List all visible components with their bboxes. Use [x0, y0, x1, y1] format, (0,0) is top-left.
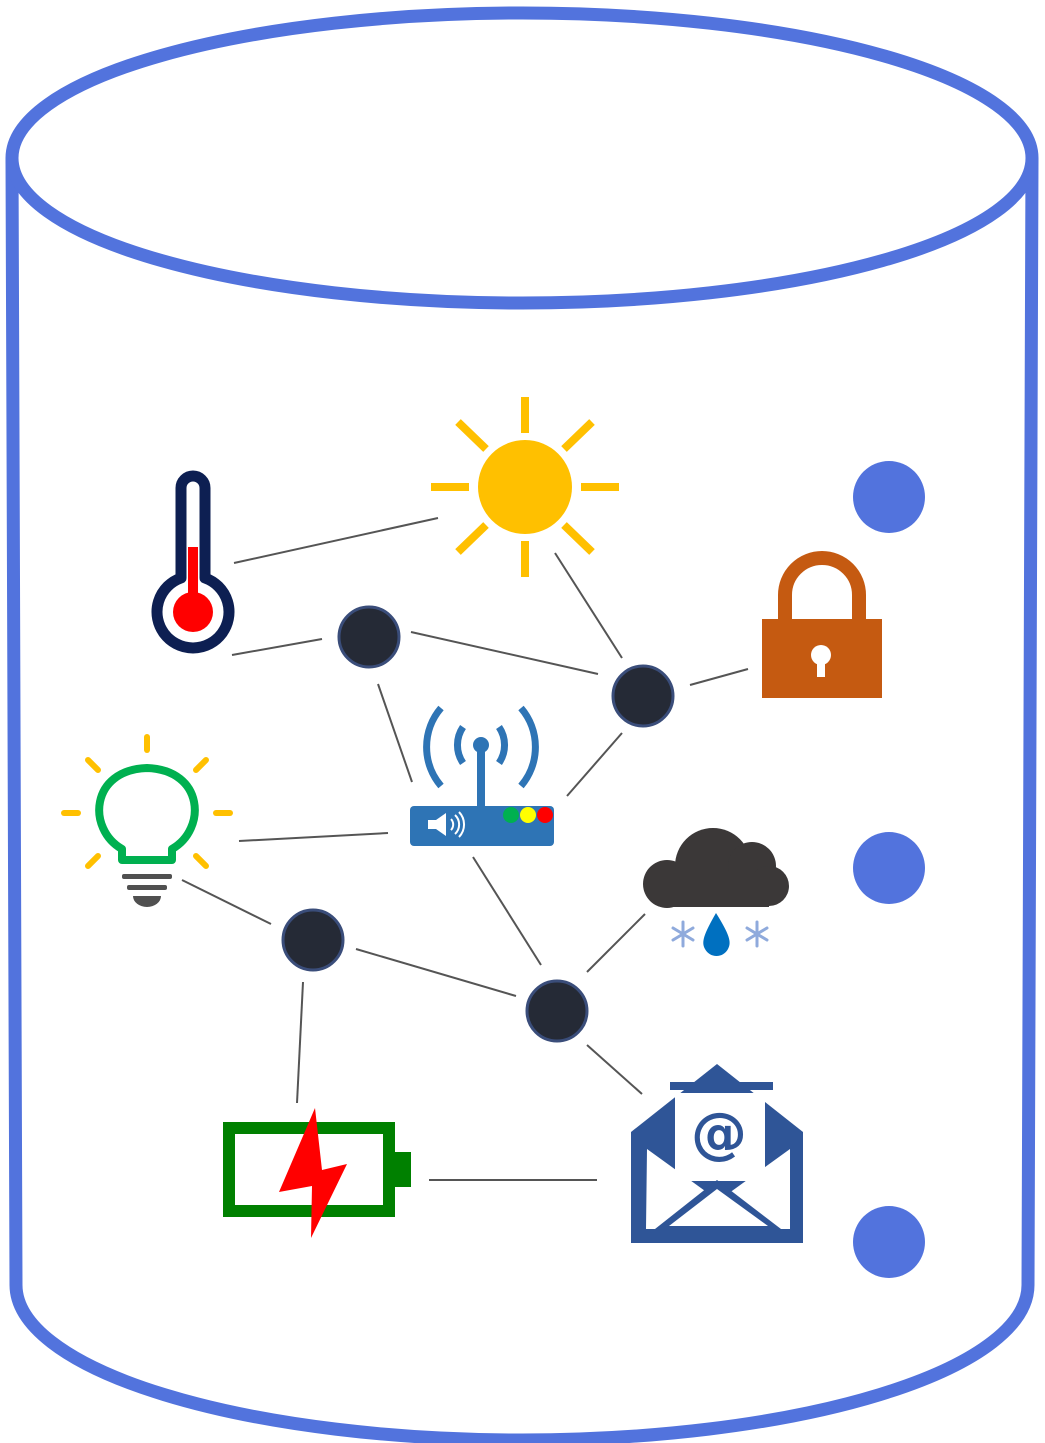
cloud-rain-snow-icon [643, 828, 789, 956]
hub-node [337, 605, 401, 669]
light-bulb-base [122, 874, 172, 879]
hub-node [525, 979, 589, 1043]
light-bulb-tip [133, 896, 161, 907]
connector-line [586, 1044, 643, 1095]
router-led-red [537, 807, 553, 823]
connector-line [238, 832, 389, 842]
router-speaker-icon [428, 813, 446, 836]
connector-line [233, 517, 439, 564]
thermometer-icon [151, 470, 235, 654]
connector-line [566, 732, 623, 797]
connector-lines [181, 517, 749, 1181]
connector-line [472, 856, 542, 966]
router-led-yellow [520, 807, 536, 823]
cylinder-top-ellipse [5, 6, 1039, 310]
connector-line [410, 631, 599, 675]
router-signal-wave-inner [454, 725, 466, 765]
connector-line [554, 552, 623, 659]
snowflake-left [671, 920, 695, 948]
side-dot [853, 832, 925, 904]
cloud-shape [643, 828, 789, 908]
padlock-keyhole [811, 645, 831, 665]
wifi-router-icon [410, 705, 554, 846]
connector-line [181, 879, 272, 925]
connector-line [689, 668, 749, 686]
raindrop [703, 913, 730, 956]
light-bulb-icon [61, 734, 233, 907]
hub-node [611, 664, 675, 728]
hub-node [281, 908, 345, 972]
padlock-icon [762, 551, 882, 698]
connector-line [355, 948, 517, 997]
light-bulb-glass [95, 764, 199, 864]
light-bulb-base [127, 885, 167, 890]
lightning-bolt [279, 1108, 347, 1238]
snowflake-right [745, 920, 769, 948]
battery-terminal [389, 1152, 411, 1187]
router-sound-waves [450, 811, 466, 838]
padlock-shackle [778, 551, 866, 624]
router-antenna [477, 747, 485, 807]
light-bulb-rays [61, 734, 233, 869]
connector-line [586, 913, 646, 973]
thermometer-bulb [173, 592, 213, 632]
sun-icon [431, 397, 619, 577]
connector-line [296, 981, 304, 1104]
sun-rays [431, 397, 619, 577]
email-envelope-icon: @ [631, 1064, 803, 1243]
envelope-letter-frame [670, 1082, 773, 1090]
thermometer-fluid-column [188, 547, 198, 607]
router-signal-wave-inner [496, 725, 508, 765]
padlock-keyhole-slot [817, 660, 825, 677]
side-dot [853, 461, 925, 533]
connector-line [377, 683, 413, 783]
router-signal-wave-outer [518, 705, 539, 789]
side-dot [853, 1206, 925, 1278]
envelope-letter [675, 1093, 765, 1181]
battery-charging-icon [223, 1108, 411, 1238]
at-sign: @ [691, 1101, 747, 1166]
router-signal-wave-outer [423, 705, 444, 789]
envelope-bottom-inner [669, 1189, 768, 1226]
router-led-green [503, 807, 519, 823]
sun-core [478, 440, 572, 534]
connector-line [231, 638, 323, 656]
